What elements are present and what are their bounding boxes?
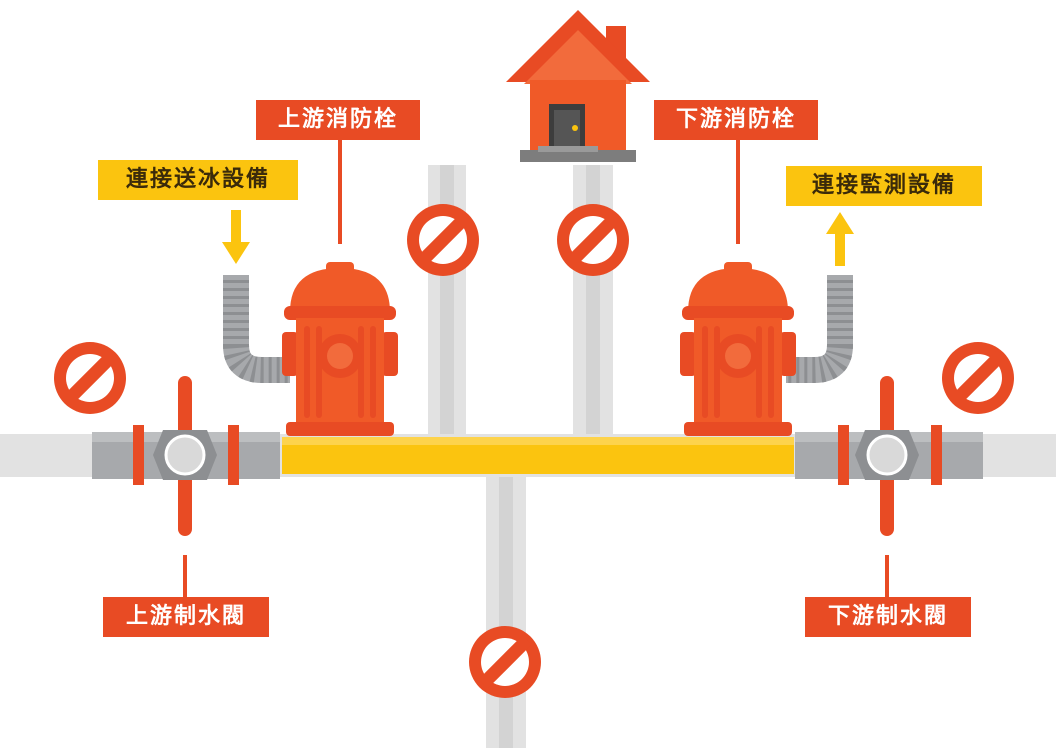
prohibited-sign-icon	[407, 204, 479, 276]
prohibited-sign-icon	[557, 204, 629, 276]
downstream-hydrant	[680, 262, 796, 436]
prohibited-sign-icon	[54, 342, 126, 414]
arrow-up-icon	[826, 212, 854, 266]
upstream-valve-label: 上游制水閥	[103, 597, 269, 637]
main-pipe-left	[0, 434, 100, 477]
house-icon	[506, 10, 650, 162]
flexible-hose-icon	[223, 275, 290, 383]
connect-supply-label: 連接送冰設備	[98, 160, 298, 200]
downstream-valve-label: 下游制水閥	[805, 597, 971, 637]
prohibited-sign-icon	[942, 342, 1014, 414]
upstream-hydrant	[282, 262, 398, 436]
downstream-hydrant-label: 下游消防栓	[654, 100, 818, 140]
upstream-valve	[92, 376, 280, 536]
arrow-down-icon	[222, 210, 250, 264]
downstream-valve	[795, 376, 983, 536]
upstream-hydrant-label: 上游消防栓	[256, 100, 420, 140]
flexible-hose-icon	[786, 275, 853, 383]
connect-monitor-label: 連接監測設備	[786, 166, 982, 206]
prohibited-sign-icon	[469, 626, 541, 698]
